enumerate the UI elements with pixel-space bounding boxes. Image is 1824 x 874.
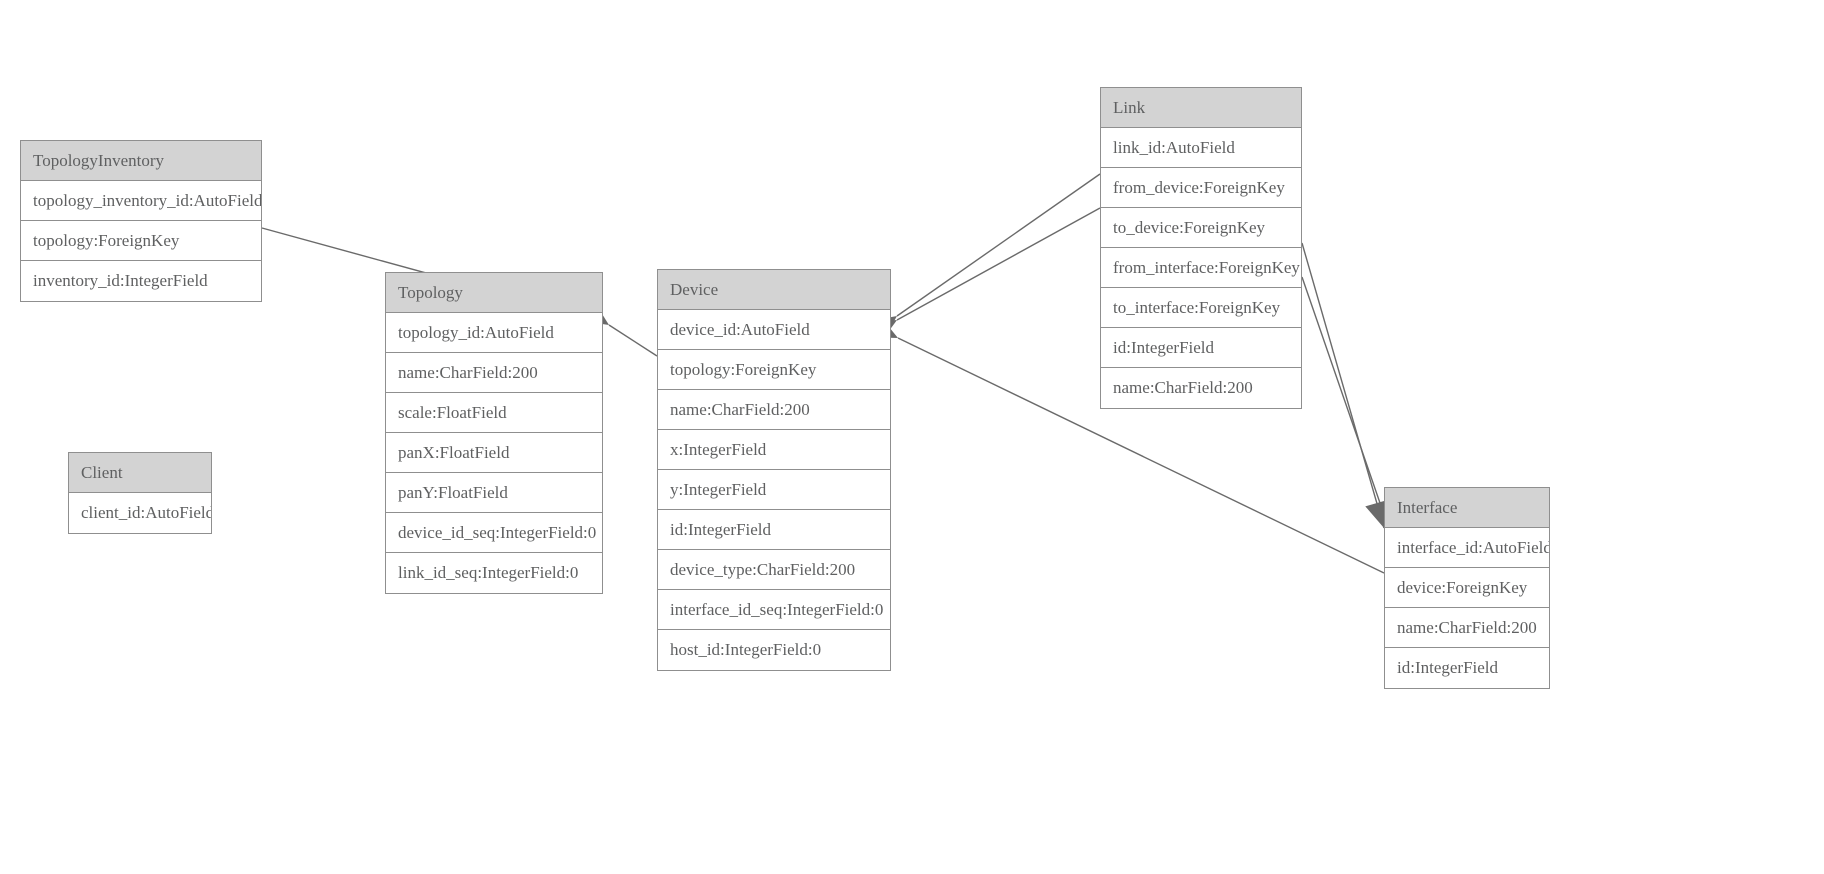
entity-field: name:CharField:200 — [386, 353, 602, 393]
entity-title-topology-inventory: TopologyInventory — [21, 141, 261, 181]
entity-field: x:IntegerField — [658, 430, 890, 470]
entity-field: to_device:ForeignKey — [1101, 208, 1301, 248]
entity-field: topology:ForeignKey — [658, 350, 890, 390]
entity-title-link: Link — [1101, 88, 1301, 128]
entity-field: name:CharField:200 — [1101, 368, 1301, 408]
entity-field: inventory_id:IntegerField — [21, 261, 261, 301]
entity-field: device_id_seq:IntegerField:0 — [386, 513, 602, 553]
entity-field: from_device:ForeignKey — [1101, 168, 1301, 208]
entity-field: panY:FloatField — [386, 473, 602, 513]
entity-field: client_id:AutoField — [69, 493, 211, 533]
entity-field: to_interface:ForeignKey — [1101, 288, 1301, 328]
entity-field: topology_inventory_id:AutoField — [21, 181, 261, 221]
entity-field: device_id:AutoField — [658, 310, 890, 350]
entity-field: interface_id:AutoField — [1385, 528, 1549, 568]
entity-field: link_id:AutoField — [1101, 128, 1301, 168]
entity-field: from_interface:ForeignKey — [1101, 248, 1301, 288]
entity-title-topology: Topology — [386, 273, 602, 313]
edge-link-to-device — [868, 207, 1101, 344]
entity-field: device:ForeignKey — [1385, 568, 1549, 608]
entity-field: topology_id:AutoField — [386, 313, 602, 353]
entity-field: panX:FloatField — [386, 433, 602, 473]
entity-title-device: Device — [658, 270, 890, 310]
entity-field: device_type:CharField:200 — [658, 550, 890, 590]
entity-field: id:IntegerField — [1385, 648, 1549, 688]
entity-field: link_id_seq:IntegerField:0 — [386, 553, 602, 593]
entity-field: id:IntegerField — [1101, 328, 1301, 368]
entity-field: y:IntegerField — [658, 470, 890, 510]
entity-field: name:CharField:200 — [658, 390, 890, 430]
entity-title-client: Client — [69, 453, 211, 493]
edge-link-from-interface — [1301, 242, 1389, 529]
entity-field: name:CharField:200 — [1385, 608, 1549, 648]
entity-field: scale:FloatField — [386, 393, 602, 433]
edge-link-from-device — [868, 173, 1101, 341]
entity-field: topology:ForeignKey — [21, 221, 261, 261]
entity-field: host_id:IntegerField:0 — [658, 630, 890, 670]
entity-title-interface: Interface — [1385, 488, 1549, 528]
entity-field: interface_id_seq:IntegerField:0 — [658, 590, 890, 630]
entity-field: id:IntegerField — [658, 510, 890, 550]
